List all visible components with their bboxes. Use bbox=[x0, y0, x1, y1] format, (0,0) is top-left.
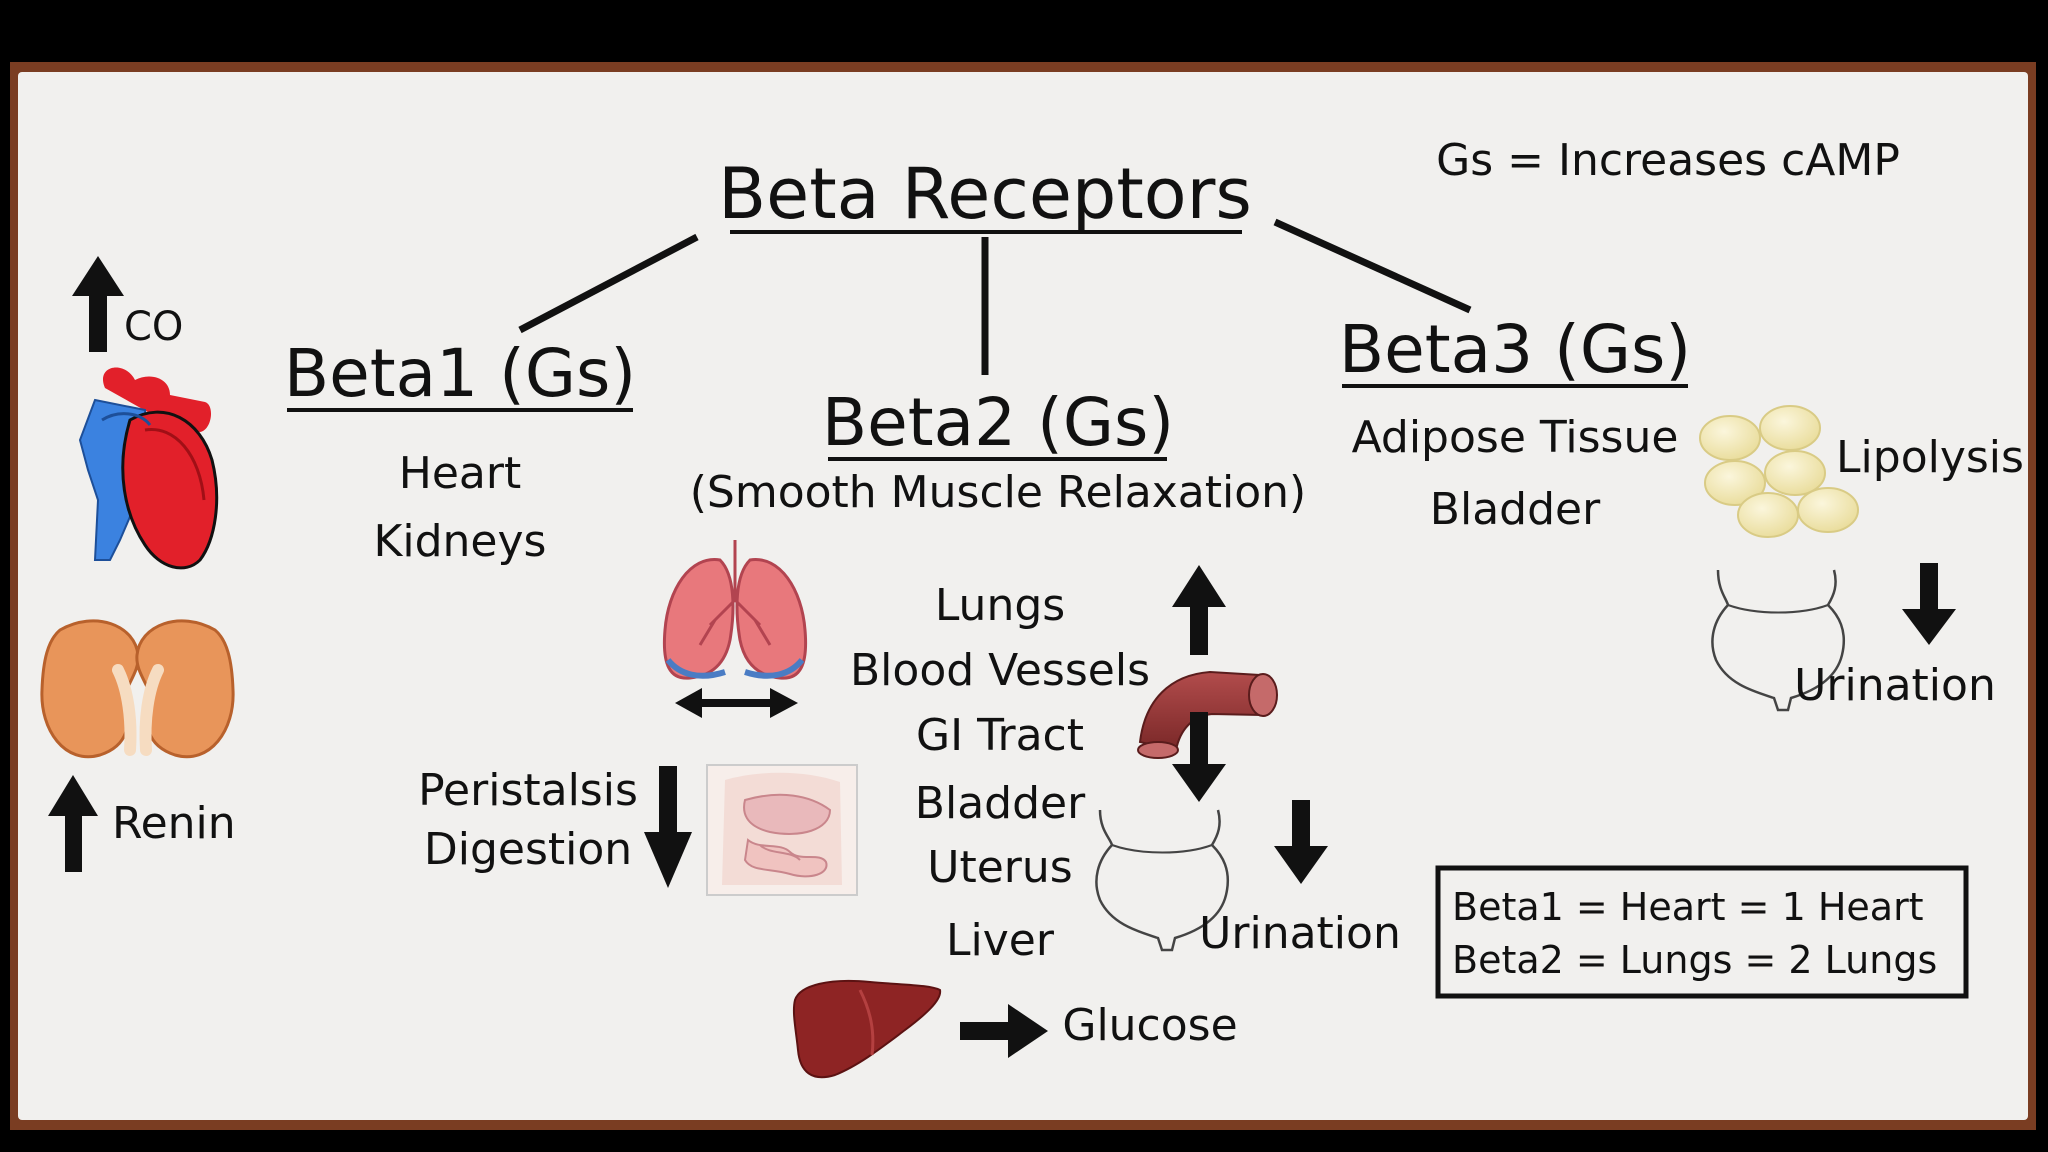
co-label: CO bbox=[124, 304, 183, 350]
up-arrow-icon bbox=[72, 256, 124, 352]
page-title: Beta Receptors bbox=[718, 153, 1252, 235]
down-arrow-icon bbox=[1274, 800, 1328, 884]
connector-beta1 bbox=[518, 233, 699, 334]
beta1-item: Kidneys bbox=[374, 516, 547, 567]
beta2-item: Liver bbox=[946, 915, 1055, 966]
blood-vessel-icon bbox=[1137, 670, 1278, 759]
peristalsis-label: Peristalsis bbox=[418, 765, 638, 816]
slide-border bbox=[10, 62, 2036, 1130]
lungs-icon bbox=[662, 540, 808, 680]
intestines-icon bbox=[706, 764, 858, 896]
gs-note: Gs = Increases cAMP bbox=[1436, 135, 1900, 186]
beta2-item: Uterus bbox=[927, 842, 1072, 893]
beta2-heading: Beta2 (Gs) bbox=[822, 384, 1174, 461]
right-arrow-icon bbox=[960, 1004, 1048, 1058]
slide-background bbox=[18, 72, 2028, 1120]
beta1-item: Heart bbox=[399, 448, 521, 499]
heart-icon bbox=[78, 367, 219, 570]
liver-icon bbox=[792, 979, 942, 1079]
digestion-label: Digestion bbox=[424, 824, 632, 875]
beta3-item: Adipose Tissue bbox=[1352, 412, 1679, 463]
mnemonic-line: Beta2 = Lungs = 2 Lungs bbox=[1452, 938, 1937, 982]
fat-cells-icon bbox=[1699, 405, 1859, 538]
renin-label: Renin bbox=[112, 798, 236, 849]
mnemonic-line: Beta1 = Heart = 1 Heart bbox=[1452, 885, 1924, 929]
beta2-item: Lungs bbox=[935, 580, 1065, 631]
kidneys-icon bbox=[40, 619, 235, 759]
beta3-item: Bladder bbox=[1430, 484, 1601, 535]
lipolysis-label: Lipolysis bbox=[1836, 432, 2024, 483]
urination-label: Urination bbox=[1794, 660, 1996, 711]
down-arrow-icon bbox=[644, 766, 692, 888]
bladder-icon bbox=[1711, 569, 1845, 712]
beta3-heading: Beta3 (Gs) bbox=[1339, 311, 1691, 388]
beta2-item: Bladder bbox=[915, 778, 1086, 829]
up-arrow-icon bbox=[48, 775, 98, 872]
double-arrow-icon bbox=[675, 688, 798, 718]
up-arrow-icon bbox=[1172, 565, 1226, 655]
down-arrow-icon bbox=[1902, 563, 1956, 645]
mnemonic-box bbox=[1435, 865, 1969, 999]
down-arrow-icon bbox=[1172, 712, 1226, 802]
bladder-icon bbox=[1095, 809, 1229, 952]
beta2-item: Blood Vessels bbox=[850, 645, 1150, 696]
beta2-subheading: (Smooth Muscle Relaxation) bbox=[690, 467, 1306, 518]
connector-beta3 bbox=[1273, 218, 1472, 314]
urination-label: Urination bbox=[1199, 908, 1401, 959]
beta1-heading: Beta1 (Gs) bbox=[284, 335, 636, 412]
beta2-item: GI Tract bbox=[916, 710, 1084, 761]
glucose-label: Glucose bbox=[1062, 1000, 1237, 1051]
